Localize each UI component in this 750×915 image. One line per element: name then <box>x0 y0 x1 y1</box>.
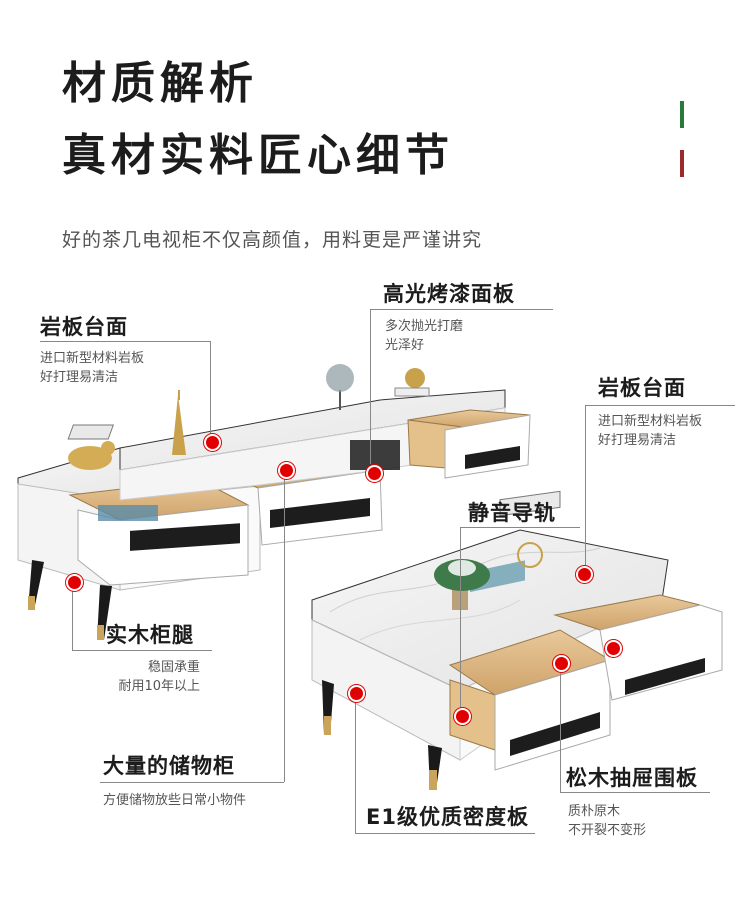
marker-rock-top-left <box>204 434 221 451</box>
accent-bar-green <box>680 101 684 128</box>
leader-rock-top-right-h <box>585 405 735 406</box>
leader-e1-h <box>355 833 535 834</box>
callout-legs-label: 实木柜腿 <box>106 623 194 647</box>
callout-gloss-label: 高光烤漆面板 <box>383 282 515 306</box>
marker-drawer-right <box>605 640 622 657</box>
callout-gloss-desc: 多次抛光打磨 光泽好 <box>385 319 464 353</box>
leader-rock-top-left-h <box>40 341 210 342</box>
callout-pine-label: 松木抽屉围板 <box>566 766 698 790</box>
callout-rock-top-right-label: 岩板台面 <box>598 376 686 400</box>
callout-pine-desc: 质朴原木 不开裂不变形 <box>568 804 647 838</box>
leader-rock-top-left-v <box>210 341 211 441</box>
marker-rail <box>454 708 471 725</box>
callout-rock-top-left-desc: 进口新型材料岩板 好打理易清洁 <box>40 351 145 385</box>
callout-rail-label: 静音导轨 <box>468 501 556 525</box>
callout-e1-label: E1级优质密度板 <box>366 805 529 829</box>
marker-legs <box>66 574 83 591</box>
leader-storage-h <box>100 782 284 783</box>
leader-rock-top-right-v <box>585 405 586 570</box>
leader-legs-h <box>72 650 212 651</box>
leader-legs-v <box>72 580 73 650</box>
marker-e1 <box>348 685 365 702</box>
leader-pine-h <box>560 792 710 793</box>
leader-pine-v <box>560 662 561 792</box>
callout-rock-top-left-label: 岩板台面 <box>40 315 128 339</box>
callout-storage-label: 大量的储物柜 <box>103 754 235 778</box>
accent-bar-red <box>680 150 684 177</box>
coffee-table <box>311 490 723 790</box>
marker-rock-top-right <box>576 566 593 583</box>
leader-rail-v <box>460 527 461 712</box>
leader-gloss-v <box>370 309 371 464</box>
leader-rail-h <box>460 527 580 528</box>
marker-pine <box>553 655 570 672</box>
callout-legs-desc: 稳固承重 耐用10年以上 <box>118 660 200 694</box>
page-title-line1: 材质解析 <box>62 58 258 109</box>
callout-rock-top-right-desc: 进口新型材料岩板 好打理易清洁 <box>598 414 703 448</box>
callout-storage-desc: 方便储物放些日常小物件 <box>103 793 247 808</box>
page-subtitle: 好的茶几电视柜不仅高颜值，用料更是严谨讲究 <box>62 229 483 251</box>
marker-gloss-panel <box>366 465 383 482</box>
marker-storage <box>278 462 295 479</box>
page-title-line2: 真材实料匠心细节 <box>62 130 454 181</box>
leader-storage-v <box>284 470 285 782</box>
leader-gloss-h <box>370 309 553 310</box>
leader-e1-v <box>355 690 356 833</box>
